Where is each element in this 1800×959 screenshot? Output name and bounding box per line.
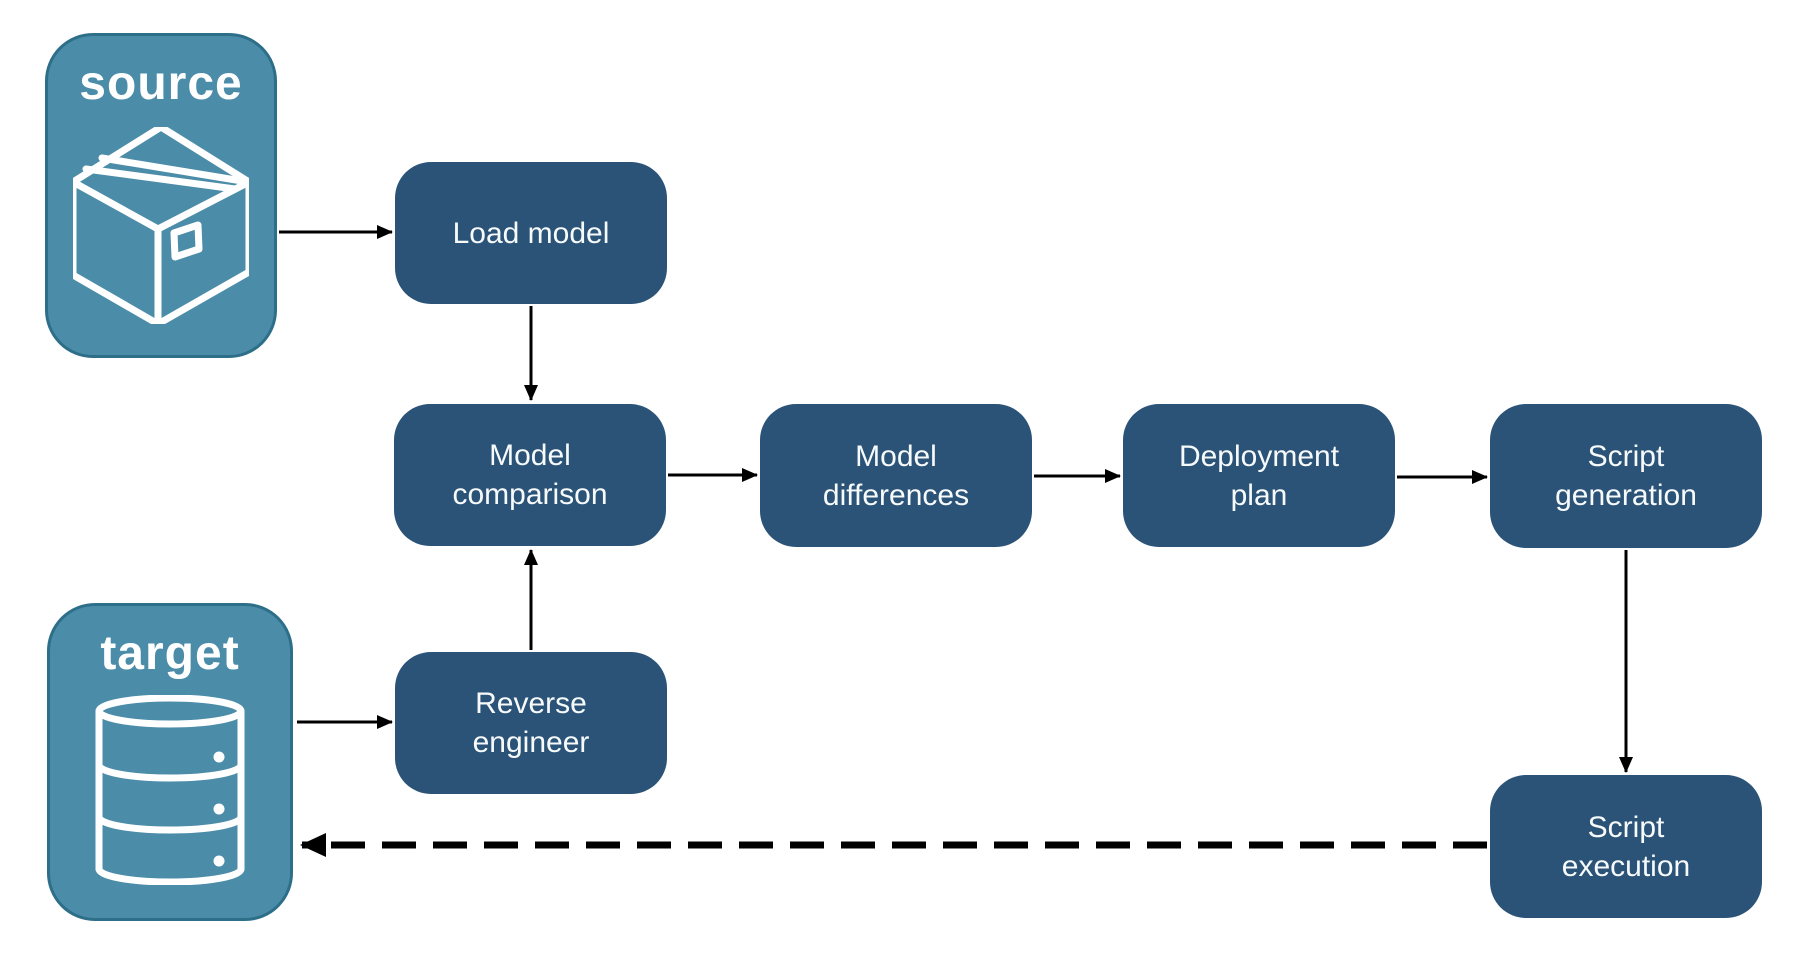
node-load-model: Load model xyxy=(395,162,667,304)
node-script-generation: Script generation xyxy=(1490,404,1762,548)
target-label: target xyxy=(100,627,240,680)
database-icon xyxy=(95,694,245,890)
node-model-comparison: Model comparison xyxy=(394,404,666,546)
node-reverse-engineer: Reverse engineer xyxy=(395,652,667,794)
target-container: target xyxy=(47,603,293,921)
source-container: source xyxy=(45,33,277,358)
source-label: source xyxy=(79,57,243,110)
node-script-execution: Script execution xyxy=(1490,775,1762,918)
node-deployment-plan: Deployment plan xyxy=(1123,404,1395,547)
package-icon xyxy=(69,123,253,329)
node-model-differences: Model differences xyxy=(760,404,1032,547)
